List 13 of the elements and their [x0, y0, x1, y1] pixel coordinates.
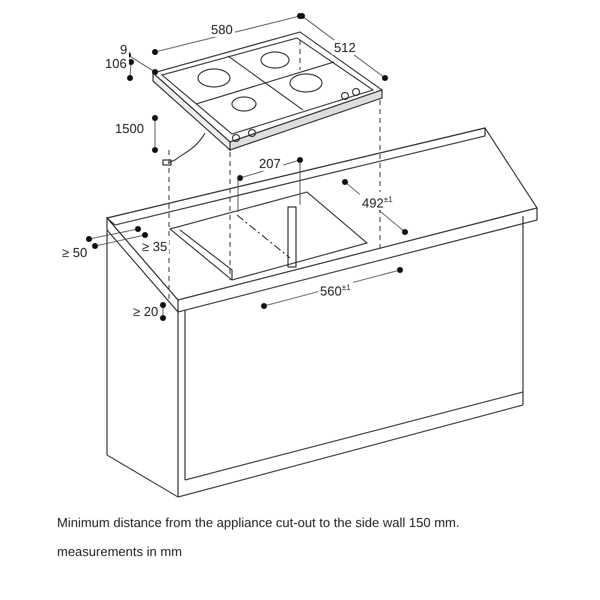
dimension-label: 207: [257, 156, 283, 171]
dimension-label: 106: [103, 56, 129, 71]
dimension-label: 560$^{±1}$: [318, 280, 353, 298]
dimension-label: 1500: [113, 121, 146, 136]
dimension-label: 9: [118, 42, 130, 57]
dimension-label: 580: [209, 22, 235, 37]
dimension-label: 492$^{±1}$: [360, 192, 395, 210]
note-text: Minimum distance from the appliance cut-out to the side wall 150 mm.: [57, 515, 460, 530]
dimension-label: 512: [332, 40, 358, 55]
dimension-label: ≥ 20: [131, 304, 160, 319]
dimension-label: ≥ 35: [140, 239, 170, 254]
dimension-label: ≥ 50: [60, 245, 90, 260]
note-text: measurements in mm: [57, 544, 182, 559]
